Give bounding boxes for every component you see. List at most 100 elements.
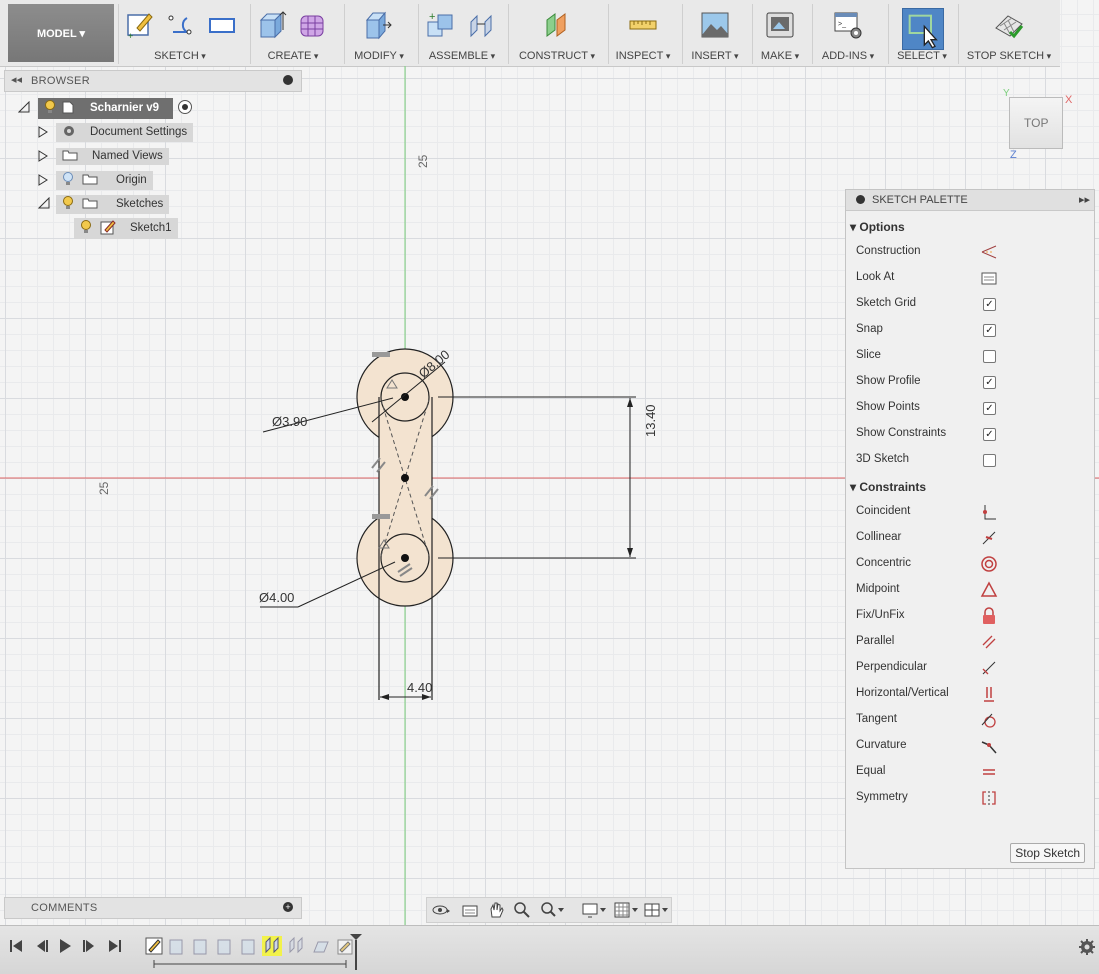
insert-image-icon[interactable] (700, 10, 730, 40)
curvature-icon[interactable] (980, 737, 998, 755)
browser-item-sketch1[interactable]: Sketch1 (74, 217, 178, 239)
parallel-icon[interactable] (980, 633, 998, 651)
show-points-checkbox[interactable]: ✓ (983, 402, 996, 415)
form-icon[interactable] (297, 10, 327, 40)
timeline-feature-joint[interactable] (262, 936, 282, 956)
arc-icon[interactable] (165, 10, 195, 40)
step-forward-icon[interactable] (82, 938, 98, 957)
collapse-triangle-icon[interactable] (17, 100, 30, 116)
collapse-left-icon[interactable]: ◂◂ (11, 74, 23, 86)
slice-checkbox[interactable] (983, 350, 996, 363)
option-show-points[interactable]: Show Points ✓ (856, 398, 1086, 418)
option-slice[interactable]: Slice (856, 346, 1086, 366)
visibility-bulb-icon[interactable] (62, 195, 74, 213)
option-look-at[interactable]: Look At (856, 268, 1086, 288)
coincident-icon[interactable] (980, 503, 998, 521)
visibility-bulb-icon[interactable] (44, 99, 56, 117)
dimension-width[interactable]: 4.40 (380, 680, 432, 700)
new-component-icon[interactable]: + (425, 10, 455, 40)
viewports-icon[interactable] (643, 901, 669, 922)
viewcube-top-face[interactable]: TOP (1009, 97, 1063, 149)
option-show-constraints[interactable]: Show Constraints ✓ (856, 424, 1086, 444)
constraint-parallel[interactable]: Parallel (856, 632, 1086, 652)
rectangle-icon[interactable] (207, 10, 237, 40)
option-show-profile[interactable]: Show Profile ✓ (856, 372, 1086, 392)
scripts-icon[interactable]: >_ (833, 10, 863, 40)
show-constraints-checkbox[interactable]: ✓ (983, 428, 996, 441)
toolbar-label-inspect[interactable]: INSPECT (609, 50, 677, 62)
browser-item-sketches[interactable]: Sketches (37, 194, 170, 214)
3d-print-icon[interactable] (765, 10, 795, 40)
constraint-horizontal-vertical[interactable]: Horizontal/Vertical (856, 684, 1086, 704)
comments-header[interactable]: COMMENTS + (4, 897, 302, 919)
visibility-bulb-icon[interactable] (62, 171, 74, 189)
press-pull-icon[interactable] (363, 10, 393, 40)
measure-icon[interactable] (628, 10, 658, 40)
dimension-bottom-diameter[interactable]: Ø4.00 (259, 561, 396, 608)
visibility-bulb-icon[interactable] (80, 219, 92, 237)
zoom-icon[interactable] (513, 901, 531, 922)
select-icon[interactable] (902, 8, 944, 50)
toolbar-group-add-ins[interactable]: >_ ADD-INS (812, 4, 883, 64)
palette-header[interactable]: SKETCH PALETTE ▸▸ (846, 190, 1094, 211)
dimension-hole-diameter[interactable]: Ø3.90 (262, 397, 394, 433)
constraint-symmetry[interactable]: Symmetry (856, 788, 1086, 808)
create-sketch-icon[interactable]: + (125, 10, 155, 41)
extrude-icon[interactable] (257, 10, 287, 40)
toolbar-group-sketch[interactable]: + SKETCH (118, 4, 241, 64)
toolbar-label-construct[interactable]: CONSTRUCT (509, 50, 605, 62)
look-at-icon[interactable] (980, 269, 998, 287)
concentric-icon[interactable] (980, 555, 998, 573)
play-icon[interactable] (57, 938, 73, 957)
collapse-triangle-icon[interactable] (37, 196, 50, 212)
timeline-feature-sketch[interactable] (145, 937, 163, 955)
step-back-icon[interactable] (33, 938, 49, 957)
toolbar-group-assemble[interactable]: + ASSEMBLE (418, 4, 505, 64)
orbit-icon[interactable] (431, 901, 453, 922)
toolbar-label-stop-sketch[interactable]: STOP SKETCH (959, 50, 1059, 62)
toolbar-label-add-ins[interactable]: ADD-INS (813, 50, 883, 62)
dimension-text[interactable]: Ø3.90 (272, 414, 307, 429)
go-to-end-icon[interactable] (107, 938, 123, 957)
toolbar-label-sketch[interactable]: SKETCH (119, 50, 241, 62)
timeline-marker[interactable] (350, 934, 362, 970)
browser-root-row[interactable]: Scharnier v9 (17, 97, 193, 119)
go-to-start-icon[interactable] (8, 938, 24, 957)
timeline-feature-extrude[interactable] (169, 939, 183, 955)
timeline-feature-sketch[interactable] (337, 939, 353, 955)
expand-right-icon[interactable]: ▸▸ (1078, 194, 1090, 206)
dimension-text[interactable]: 13.40 (643, 404, 658, 437)
stop-sketch-icon[interactable] (994, 10, 1024, 40)
offset-plane-icon[interactable] (542, 10, 572, 40)
toolbar-group-stop-sketch[interactable]: STOP SKETCH (958, 4, 1059, 64)
browser-item-origin[interactable]: Origin (38, 170, 153, 190)
sketch-profile[interactable] (356, 348, 454, 700)
constraints-section-header[interactable]: ▾ Constraints (850, 480, 927, 494)
toolbar-group-make[interactable]: MAKE (752, 4, 807, 64)
toolbar-label-modify[interactable]: MODIFY (345, 50, 413, 62)
timeline-feature-plane[interactable] (313, 941, 329, 953)
dimension-height[interactable]: 13.40 (438, 396, 658, 559)
perpendicular-icon[interactable] (980, 659, 998, 677)
viewcube[interactable]: TOP Y X Z (1000, 88, 1072, 168)
constraint-concentric[interactable]: Concentric (856, 554, 1086, 574)
toolbar-label-make[interactable]: MAKE (753, 50, 807, 62)
pan-icon[interactable] (487, 901, 505, 922)
timeline-feature-joint[interactable] (289, 936, 303, 954)
toolbar-label-create[interactable]: CREATE (251, 50, 335, 62)
add-comment-icon[interactable]: + (283, 902, 293, 912)
option-construction[interactable]: Construction (856, 242, 1086, 262)
constraint-collinear[interactable]: Collinear (856, 528, 1086, 548)
lock-icon[interactable] (980, 607, 998, 625)
dimension-text[interactable]: Ø4.00 (259, 590, 294, 605)
grid-settings-icon[interactable] (613, 901, 639, 922)
snap-checkbox[interactable]: ✓ (983, 324, 996, 337)
browser-item-named-views[interactable]: Named Views (38, 146, 169, 166)
minimize-icon[interactable] (283, 75, 293, 85)
option-snap[interactable]: Snap ✓ (856, 320, 1086, 340)
equal-icon[interactable] (980, 763, 998, 781)
timeline-settings-gear-icon[interactable] (1078, 938, 1096, 959)
horizontal-vertical-icon[interactable] (980, 685, 998, 703)
toolbar-label-insert[interactable]: INSERT (683, 50, 747, 62)
